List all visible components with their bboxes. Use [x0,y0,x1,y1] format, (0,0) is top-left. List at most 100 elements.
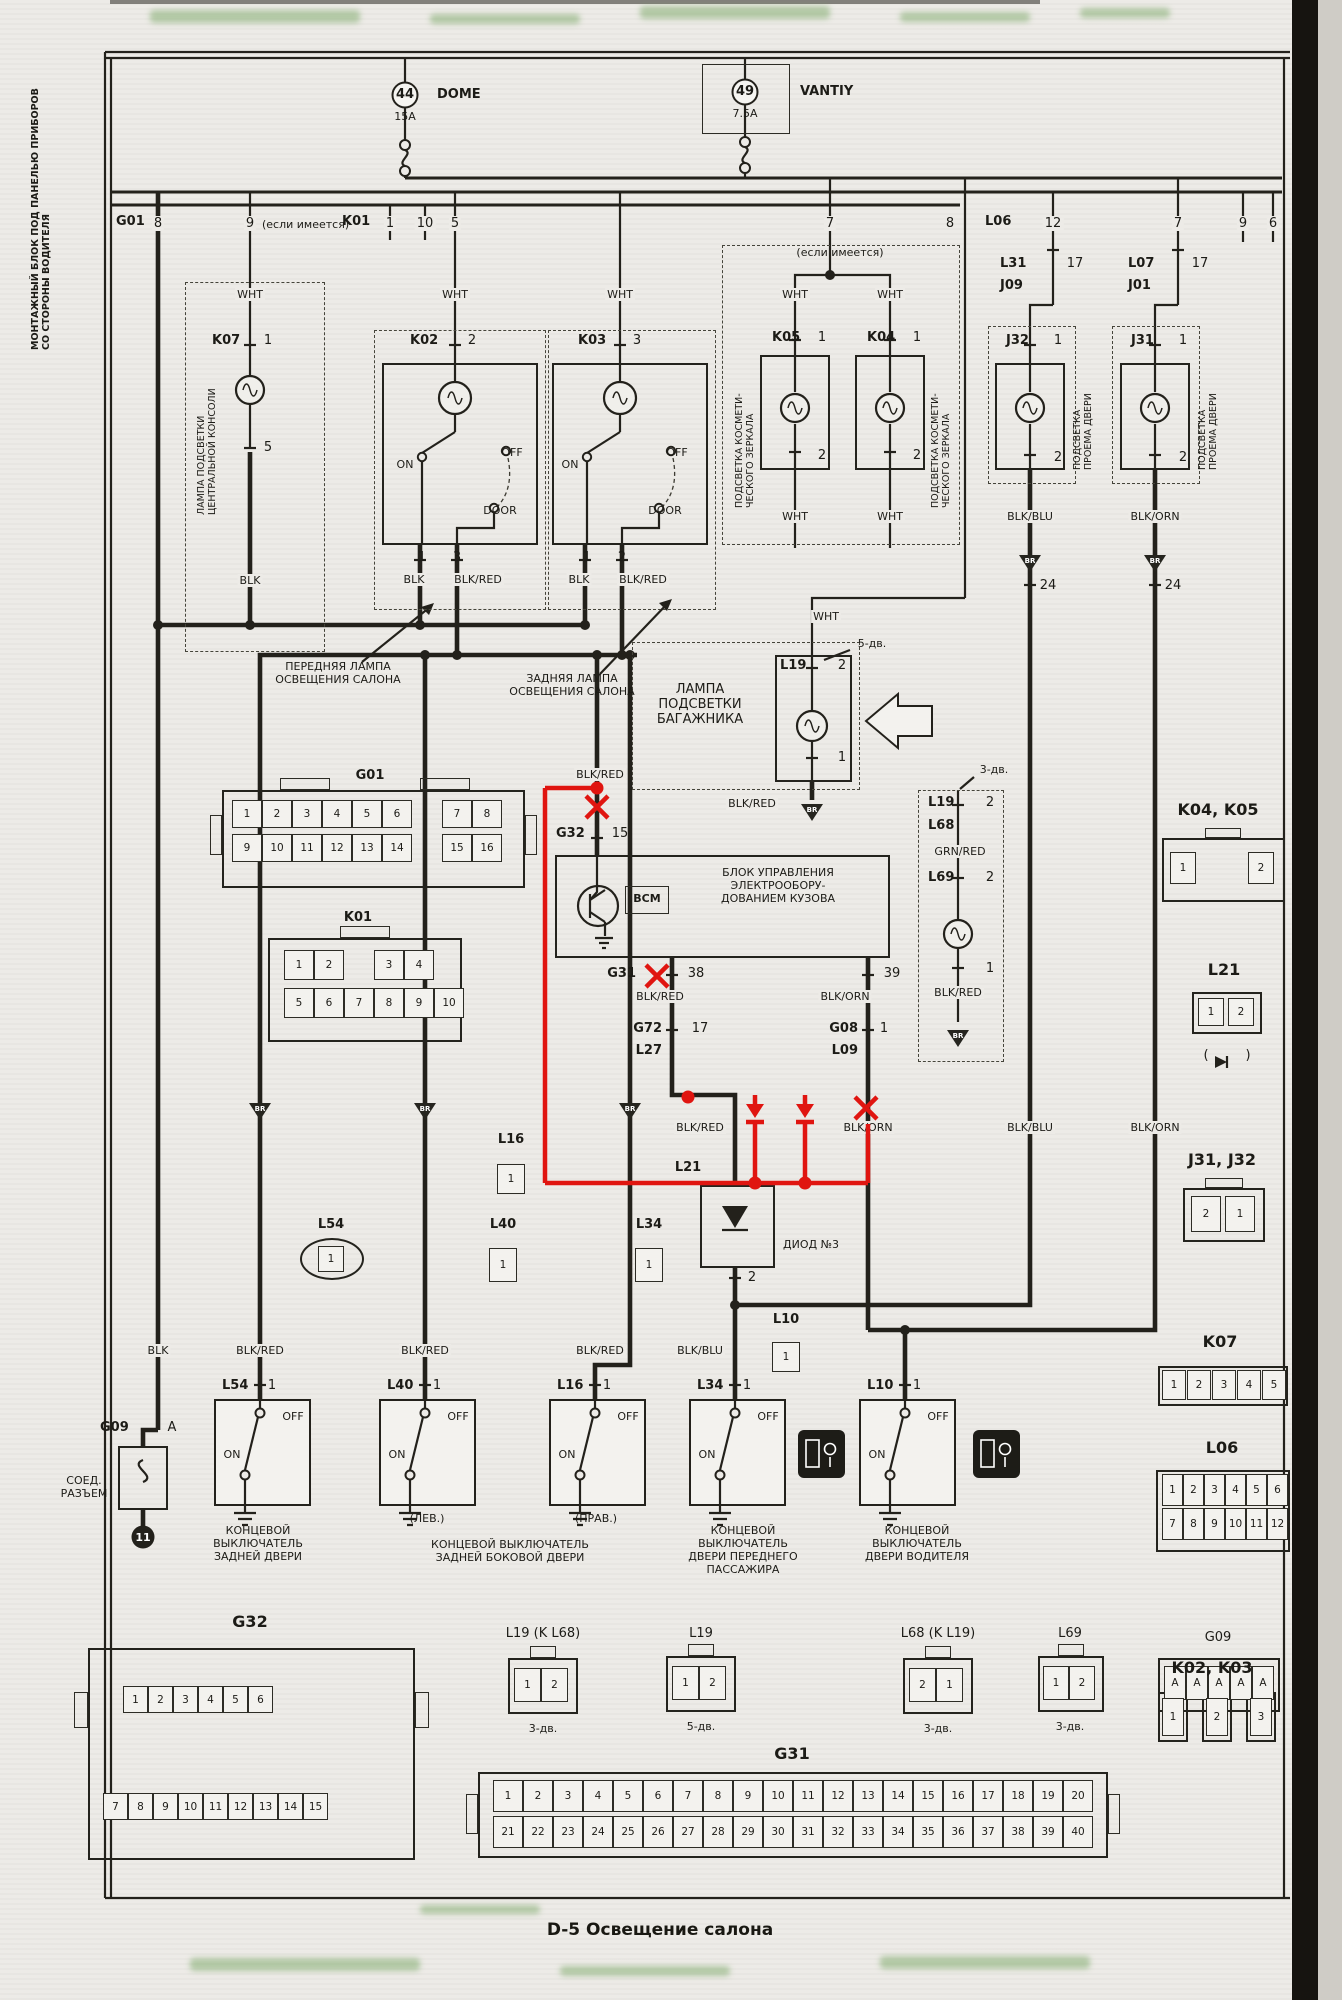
g01-view-pin-15: 15 [442,834,472,862]
k03-p2: 2 [617,550,627,565]
g01-view-pin-10: 10 [262,834,292,862]
l19-kl68-body [508,1658,578,1714]
g09-pin-a: А [167,1420,177,1435]
g31-view-pin-35: 35 [913,1816,943,1848]
pin-6: 6 [1266,216,1280,231]
br-marker [801,804,823,821]
sw4-label: L34 [697,1378,724,1393]
g31-view-pin-22: 22 [523,1816,553,1848]
g31-view-pin-9: 9 [733,1780,763,1812]
note-5dv: 5-дв. [857,637,887,650]
fuse-element [741,145,749,165]
g08-pin1: 1 [879,1021,889,1036]
switch-arm [578,1416,595,1471]
pin-8b: 8 [945,216,955,231]
l06-pinout-pin-3: 3 [1204,1474,1225,1506]
g01-view-pin-1: 1 [232,800,262,828]
k01-view-pin-9: 9 [404,988,434,1018]
diode-icon [1215,1056,1227,1068]
sw3-label: L16 [557,1378,584,1393]
g31-view-pin-30: 30 [763,1816,793,1848]
k03-off: OFF [666,446,688,459]
red-x-mark [584,794,610,820]
l07-17: 17 [1191,256,1209,271]
l07: L07 [1128,256,1155,271]
l16-view-pin-1: 1 [497,1164,525,1194]
print-bleed-smudge [150,10,360,23]
k02-pin2: 2 [467,333,477,348]
junction-dot [900,1325,910,1335]
switch-on-4: ON [698,1448,716,1461]
pin-9b: 9 [1236,216,1250,231]
switch-on-2: ON [388,1448,406,1461]
k01-view-tab [340,926,390,938]
g32-blkred: BLK/RED [574,768,626,781]
bcm-tag-text: BCM [633,892,661,905]
k02k03-pinout-pin-2: 2 [1206,1698,1228,1736]
ro-k02k03: K02, K03 [1171,1658,1253,1677]
g31-view-pin-24: 24 [583,1816,613,1848]
g01-view-pin-14: 14 [382,834,412,862]
g31-view-pin-33: 33 [853,1816,883,1848]
l69-blkred: BLK/RED [932,986,984,999]
k02k03-pinout-pin-3: 3 [1250,1698,1272,1736]
k01-top: K01 [342,214,371,229]
g32-view-row1-pin-5: 5 [223,1686,248,1713]
l31: L31 [1000,256,1027,271]
fuse-terminal [739,162,751,174]
direction-arrow-icon [864,691,933,751]
symbol-line [959,776,975,790]
g09-view-pin-А: А [1164,1666,1186,1700]
l69-3dv: 3-дв. [1055,1720,1085,1733]
l54-view-pin-1: 1 [318,1246,344,1272]
g31-view-pin-32: 32 [823,1816,853,1848]
j32-pin1: 1 [1053,333,1063,348]
junction-dot [580,620,590,630]
print-bleed-smudge [420,1905,540,1914]
g32-view-wing2 [415,1692,429,1728]
l19-blkred: BLK/RED [726,797,778,810]
k04-pin2: 2 [912,448,922,463]
sw3-pin: 1 [602,1378,612,1393]
k07-pin5: 5 [263,440,273,455]
l19-kl68-view-pin-2: 2 [541,1668,568,1702]
ro-k07: K07 [1202,1332,1238,1351]
l06-top: L06 [985,214,1012,229]
g32-view-body [88,1648,415,1860]
br-marker [619,1103,641,1120]
k03-blkred: BLK/RED [617,573,669,586]
vanity-vert-2: ПОДСВЕТКА КОСМЕТИ-ЧЕСКОГО ЗЕРКАЛА [930,393,952,508]
g32-view-row2-pin-13: 13 [253,1793,278,1820]
k02-on: ON [396,458,414,471]
fuse-terminal [399,139,411,151]
br-marker-label: BR [420,1105,431,1113]
j31j32-pinout-pin-1: 1 [1225,1196,1255,1232]
l19-pin2: 2 [837,658,847,673]
junction-dot [153,620,163,630]
g01-view-pin-16: 16 [472,834,502,862]
w-blk: BLK [145,1344,171,1357]
j32-label: J32 [1006,333,1029,348]
l31-17: 17 [1066,256,1084,271]
w-blkred-1: BLK/RED [234,1344,286,1357]
switch-contact [419,1407,431,1419]
l69-label: L69 [928,870,955,885]
l21-diode-body [700,1185,775,1268]
fuse-49-amp: 7.5A [732,107,758,120]
br-marker [1019,555,1041,572]
ro-l21-paren1: ( [1203,1048,1209,1063]
g31-view-pin-28: 28 [703,1816,733,1848]
l21-label: L21 [674,1160,702,1175]
l06-pinout-pin-5: 5 [1246,1474,1267,1506]
switch-arm [408,1416,425,1471]
switch-on-1: ON [223,1448,241,1461]
k01-view-label: K01 [343,910,373,925]
g01-view-pin-8: 8 [472,800,502,828]
g31-view-pin-13: 13 [853,1780,883,1812]
w-blkred-2: BLK/RED [399,1344,451,1357]
fuse49-box [702,64,790,134]
g31-view-pin-39: 39 [1033,1816,1063,1848]
l34-view-pin-1: 1 [635,1248,663,1282]
